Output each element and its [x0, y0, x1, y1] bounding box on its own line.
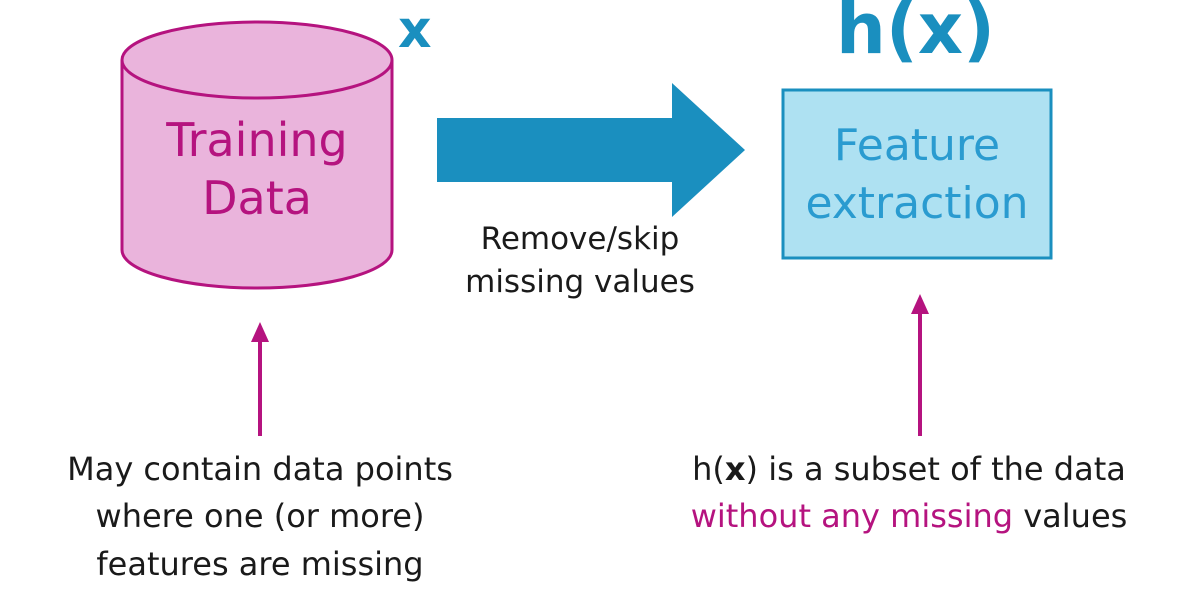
- right-note-line2: without any missing values: [615, 493, 1203, 540]
- feature-box-label-line2: extraction: [805, 178, 1029, 229]
- database-label-line1: Training: [166, 113, 348, 167]
- right-note-highlight: without any missing: [690, 497, 1014, 536]
- function-label: h(x): [836, 0, 995, 70]
- right-note-suffix: ) is a subset of the data: [745, 450, 1126, 488]
- right-note-prefix: h(: [692, 450, 725, 488]
- left-note-line3: features are missing: [96, 544, 424, 583]
- left-note-line2: where one (or more): [95, 497, 425, 536]
- feature-box-label-line1: Feature: [833, 120, 1001, 171]
- left-note: May contain data points where one (or mo…: [0, 446, 520, 588]
- input-variable-label: x: [398, 0, 432, 60]
- arrow-caption-line1: Remove/skip: [480, 221, 680, 257]
- right-note-rest: values: [1013, 497, 1128, 536]
- right-note-line1: h(x) is a subset of the data: [615, 446, 1203, 493]
- arrow-caption-line2: missing values: [465, 264, 695, 301]
- training-data-database-icon: [120, 20, 394, 290]
- left-note-line1: May contain data points: [67, 450, 453, 488]
- left-up-arrow-icon: [251, 322, 269, 436]
- right-up-arrow-icon: [911, 294, 929, 436]
- database-label-line2: Data: [202, 171, 312, 225]
- right-note: h(x) is a subset of the data without any…: [615, 446, 1203, 541]
- right-note-variable: x: [724, 450, 746, 488]
- arrow-caption: Remove/skip missing values: [420, 218, 740, 305]
- remove-missing-values-arrow-icon: [437, 83, 745, 217]
- feature-extraction-box: [781, 88, 1053, 260]
